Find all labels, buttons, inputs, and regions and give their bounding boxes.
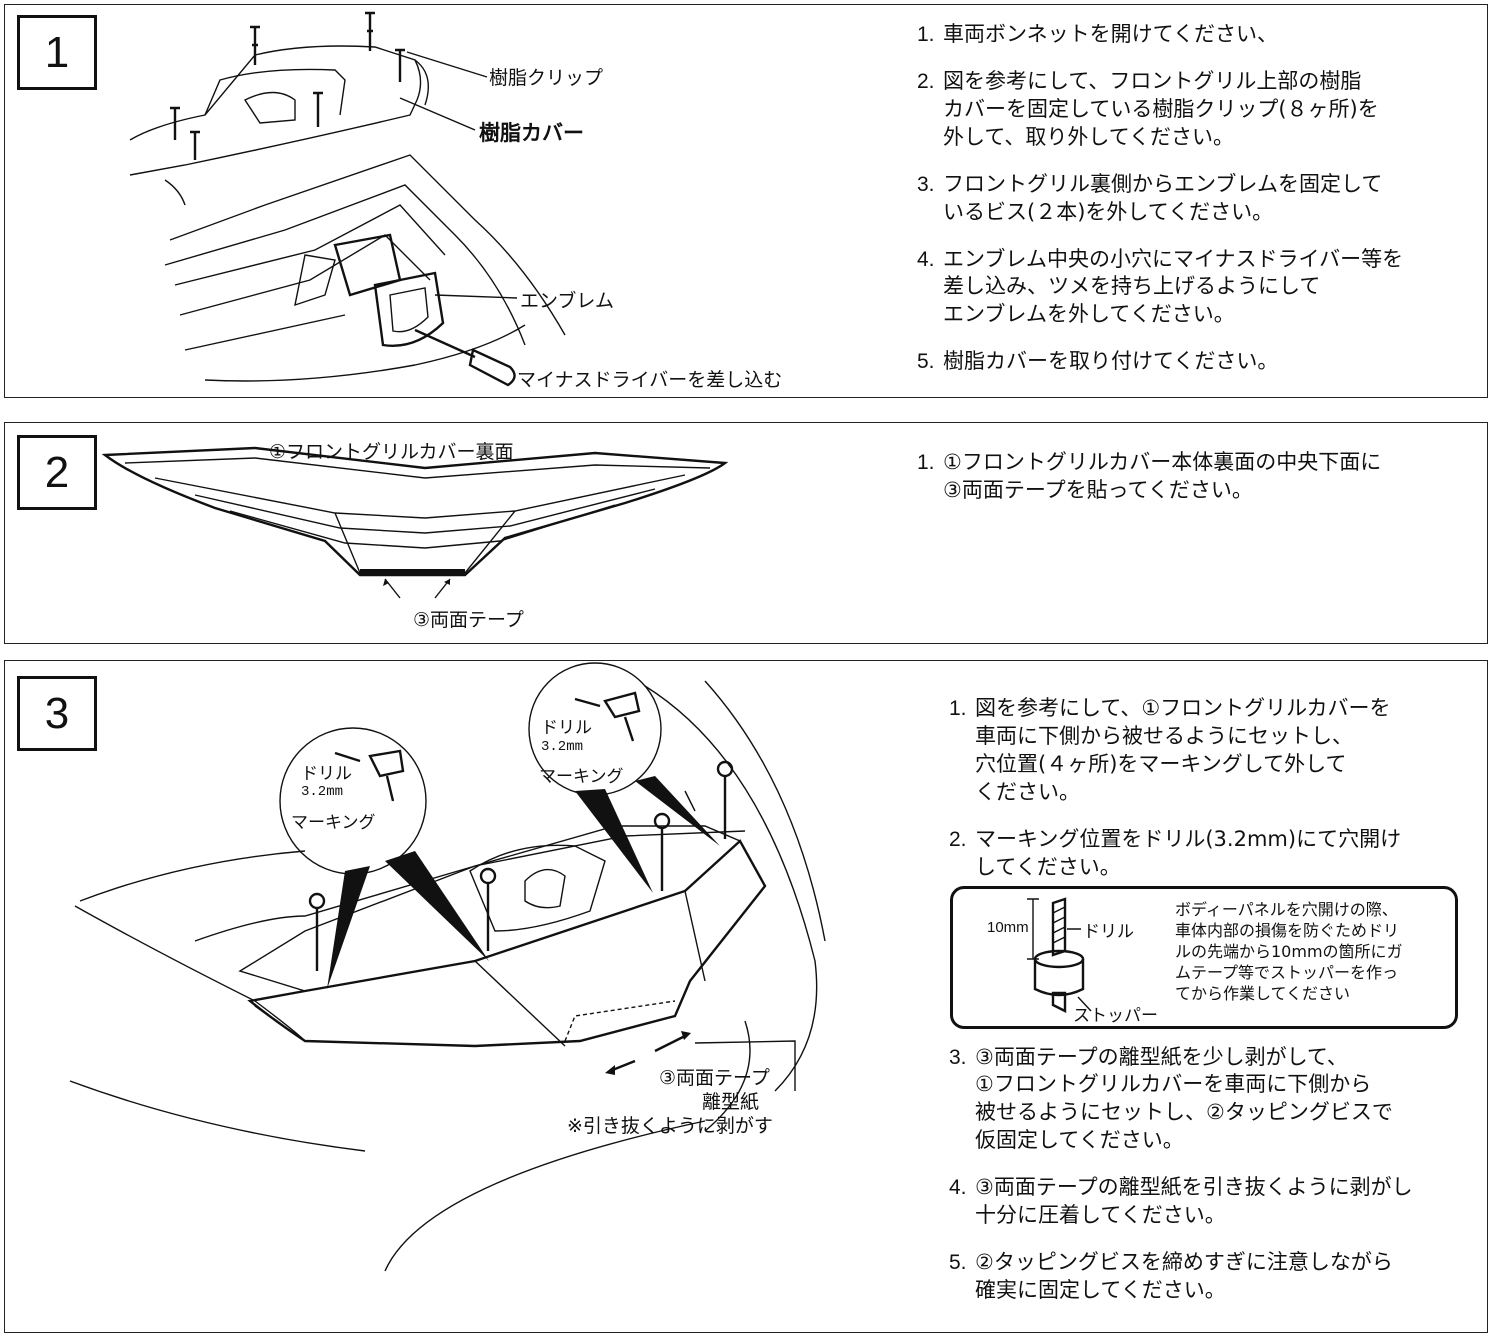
grille-install-illustration: [69, 662, 826, 1272]
marking-label-left: マーキング: [291, 813, 376, 833]
stopper-drill-label: ドリル: [1083, 922, 1134, 942]
marking-label-right: マーキング: [539, 767, 624, 787]
screwdriver-label: マイナスドライバーを差し込む: [517, 369, 783, 391]
step-list-3: 1.図を参考にして、①フロントグリルカバーを 車両に下側から被せるようにセットし…: [949, 695, 1479, 1324]
step-item: 2.図を参考にして、フロントグリル上部の樹脂 カバーを固定している樹脂クリップ(…: [917, 68, 1379, 149]
step-panel-3: 3: [4, 660, 1488, 1333]
step-item: 4.エンブレム中央の小穴にマイナスドライバー等を 差し込み、ツメを持ち上げるよう…: [917, 246, 1404, 327]
resin-clip-icon: [170, 11, 405, 160]
step-list-2: 1.①フロントグリルカバー本体裏面の中央下面に ③両面テープを貼ってください。: [917, 449, 1477, 524]
drill-label-right: ドリル: [541, 718, 592, 738]
step-item: 1.図を参考にして、①フロントグリルカバーを 車両に下側から被せるようにセットし…: [949, 696, 1391, 804]
step-number-1: 1: [17, 15, 97, 90]
drill-stopper-diagram: [1027, 897, 1092, 1013]
resin-cover-label: 樹脂カバー: [479, 121, 584, 145]
screwdriver-icon: [414, 328, 516, 387]
step-item: 4.③両面テープの離型紙を引き抜くように剥がし 十分に圧着してください。: [949, 1175, 1413, 1228]
emblem-removal-illustration: [129, 11, 566, 387]
drill-stopper-note: 10mm ドリル ストッパー ボディーパネルを穴開けの際、 車体内部の損傷を防ぐ…: [950, 886, 1458, 1029]
stopper-note-text: ボディーパネルを穴開けの際、 車体内部の損傷を防ぐためドリ ルの先端から10mm…: [1175, 900, 1403, 1004]
double-tape-label: ③両面テープ: [413, 609, 524, 631]
step-item: 3.フロントグリル裏側からエンブレムを固定して いるビス(２本)を外してください…: [917, 171, 1383, 224]
step-item: 2.マーキング位置をドリル(3.2mm)にて穴開け してください。: [949, 826, 1402, 879]
stopper-dimension: 10mm: [987, 919, 1029, 936]
screw-icon: [308, 760, 734, 971]
stopper-label: ストッパー: [1073, 1006, 1158, 1026]
step-item: 1.①フロントグリルカバー本体裏面の中央下面に ③両面テープを貼ってください。: [917, 450, 1382, 502]
step-item: 1.車両ボンネットを開けてください、: [917, 22, 1278, 46]
step-item: 3.③両面テープの離型紙を少し剥がして、 ①フロントグリルカバーを車両に下側から…: [949, 1044, 1393, 1153]
drill-label-left: ドリル: [301, 764, 352, 784]
grille-back-label: ①フロントグリルカバー裏面: [269, 441, 514, 463]
emblem-label: エンブレム: [520, 290, 615, 312]
grille-cover-back-illustration: [101, 446, 729, 599]
step-number-3: 3: [17, 676, 97, 751]
step-list-1: 1.車両ボンネットを開けてください、 2.図を参考にして、フロントグリル上部の樹…: [917, 21, 1477, 395]
grille-cover-icon: [101, 446, 729, 577]
grille-cover-icon: [247, 839, 767, 1048]
double-tape-label: ③両面テープ: [659, 1067, 770, 1089]
step-panel-1: 1: [4, 4, 1488, 398]
step-number-2: 2: [17, 435, 97, 510]
resin-clip-label: 樹脂クリップ: [489, 67, 604, 89]
step-item: 5.②タッピングビスを締めすぎに注意しながら 確実に固定してください。: [949, 1250, 1393, 1302]
emblem-icon: [333, 233, 445, 347]
drill-size-right: 3.2mm: [541, 739, 584, 755]
release-liner-label: 離型紙: [702, 1091, 760, 1113]
drill-size-left: 3.2mm: [301, 784, 344, 800]
pull-instruction-label: ※引き抜くように剥がす: [567, 1115, 773, 1137]
drill-bit-icon: [1051, 897, 1067, 957]
step-item: 5.樹脂カバーを取り付けてください。: [917, 349, 1279, 374]
step-panel-2: 2 ①フロントグリルカバー裏面 ③両面テープ 1.①フロントグリルカバー本体裏面…: [4, 422, 1488, 644]
